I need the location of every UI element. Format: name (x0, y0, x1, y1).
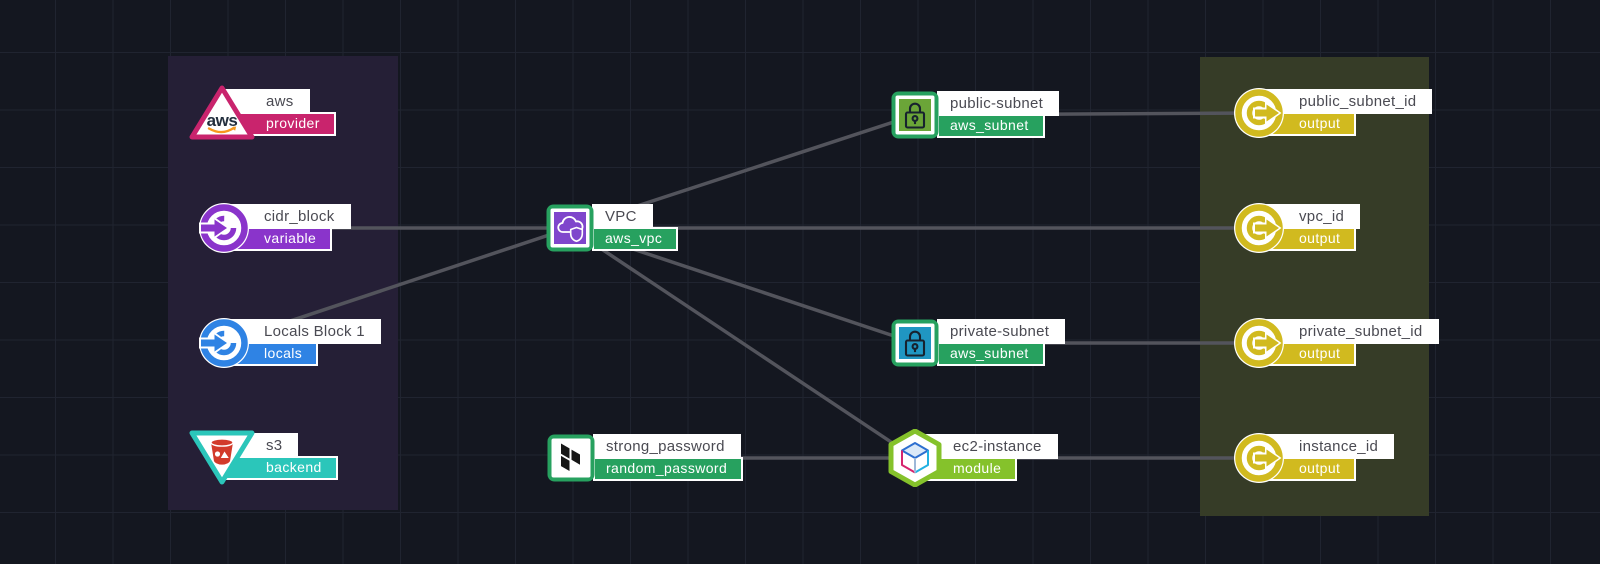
node-name: strong_password (593, 434, 741, 459)
node-type: aws_subnet (937, 114, 1045, 138)
node-name: VPC (592, 204, 653, 229)
node-type: random_password (593, 457, 744, 481)
lock-icon (891, 91, 939, 139)
arrow-in-circle-icon (199, 203, 249, 253)
node-name: private_subnet_id (1257, 319, 1439, 344)
edge-vpc-to-ec2-instance (569, 226, 916, 460)
aws-logo-icon: aws (189, 85, 255, 141)
node-type: aws_subnet (937, 342, 1045, 366)
arrow-in-circle-icon (199, 318, 249, 368)
node-name: public-subnet (937, 91, 1060, 116)
arrow-out-circle-icon (1234, 203, 1284, 253)
svg-text:aws: aws (207, 111, 238, 130)
node-type: aws_vpc (592, 227, 679, 251)
arrow-out-circle-icon (1234, 318, 1284, 368)
terraform-icon (547, 434, 595, 482)
arrow-out-circle-icon (1234, 433, 1284, 483)
lock-icon (891, 319, 939, 367)
node-type: backend (222, 456, 338, 480)
arrow-out-circle-icon (1234, 88, 1284, 138)
cube-icon (887, 428, 943, 488)
bucket-icon (189, 429, 255, 485)
node-name: private-subnet (937, 319, 1066, 344)
vpc-cloud-icon (546, 204, 594, 252)
